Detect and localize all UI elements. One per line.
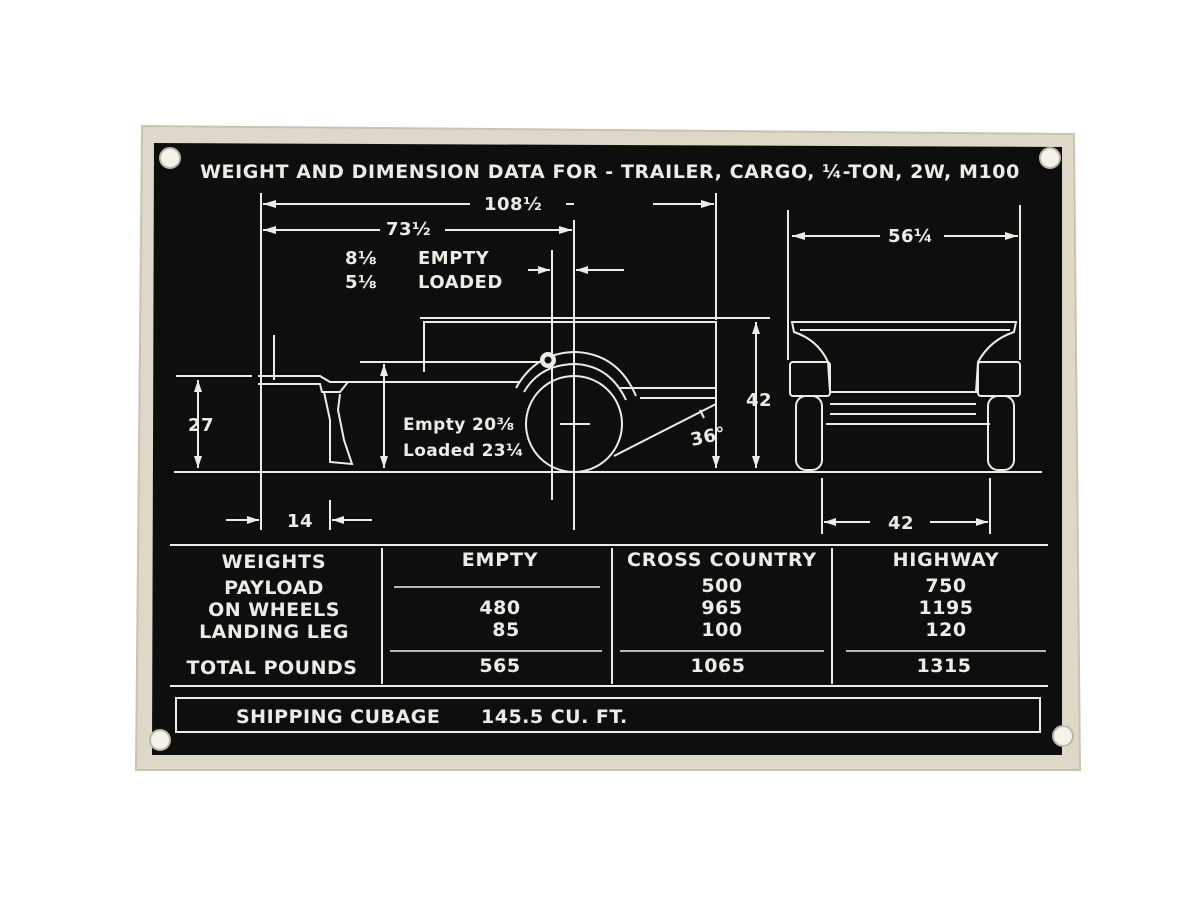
row-label-payload: PAYLOAD [224,577,324,599]
column-header-highway: HIGHWAY [893,549,1000,571]
black-panel [152,143,1062,755]
cell-landing-leg-empty: 85 [492,619,519,641]
cell-payload-cross-country: 500 [701,575,742,597]
cell-total-highway: 1315 [917,655,972,677]
mounting-hole-bottom-right [1052,725,1074,747]
bed-height-loaded-label: Loaded 23¼ [403,441,524,461]
cell-total-empty: 565 [479,655,520,677]
axle-offset-loaded-word: LOADED [418,272,503,293]
front-overhang-label: 14 [287,511,313,532]
cell-on-wheels-empty: 480 [479,597,520,619]
mounting-hole-top-left [159,147,181,169]
shipping-cubage-value: 145.5 CU. FT. [481,706,628,728]
mounting-hole-bottom-left [149,729,171,751]
cell-total-cross-country: 1065 [691,655,746,677]
cell-payload-highway: 750 [925,575,966,597]
overall-width-label: 56¼ [888,226,933,247]
row-label-on-wheels: ON WHEELS [208,599,340,621]
cell-landing-leg-cross-country: 100 [701,619,742,641]
overall-length-label: 108½ [484,194,542,215]
plate-title: WEIGHT AND DIMENSION DATA FOR - TRAILER,… [200,161,1020,183]
shipping-cubage-label: SHIPPING CUBAGE [236,706,440,728]
cell-landing-leg-highway: 120 [925,619,966,641]
length-to-axle-label: 73½ [386,219,431,240]
row-label-landing-leg: LANDING LEG [199,621,349,643]
track-width-label: 42 [888,513,914,534]
weights-table [170,544,1048,687]
rear-view-drawing [787,205,1021,534]
column-header-empty: EMPTY [462,549,539,571]
bed-height-empty-label: Empty 20⅜ [403,415,514,435]
row-label-total-pounds: TOTAL POUNDS [187,657,358,679]
coupler-height-label: 27 [188,415,214,436]
side-view-drawing [174,193,1042,530]
axle-offset-loaded-label: 5⅛ [345,272,377,293]
cell-on-wheels-highway: 1195 [919,597,974,619]
shipping-cubage-box [175,697,1041,733]
axle-offset-empty-label: 8⅛ [345,248,377,269]
column-header-cross-country: CROSS COUNTRY [627,549,817,571]
axle-offset-empty-word: EMPTY [418,248,490,269]
column-header-weights: WEIGHTS [222,551,327,573]
mounting-hole-top-right [1039,147,1061,169]
cell-on-wheels-cross-country: 965 [701,597,742,619]
overall-height-label: 42 [746,390,772,411]
